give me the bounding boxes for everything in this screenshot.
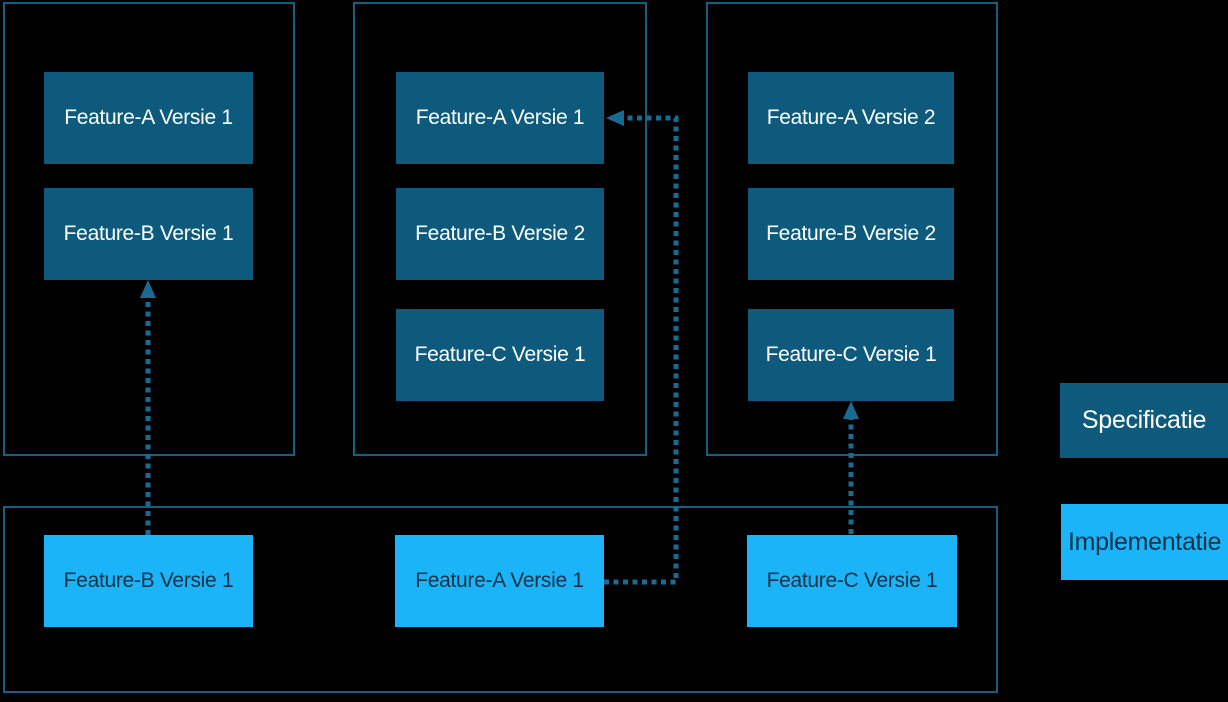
impl-box-feature-b-v1: Feature-B Versie 1	[44, 535, 253, 627]
specification-group-3: Feature-A Versie 2 Feature-B Versie 2 Fe…	[706, 2, 998, 456]
spec-box-feature-a-v1-g1: Feature-A Versie 1	[44, 72, 253, 164]
impl-box-feature-a-v1: Feature-A Versie 1	[395, 535, 604, 627]
impl-box-feature-c-v1: Feature-C Versie 1	[747, 535, 957, 627]
spec-box-feature-b-v2-g3: Feature-B Versie 2	[748, 188, 954, 280]
spec-box-feature-b-v2-g2: Feature-B Versie 2	[396, 188, 604, 280]
spec-box-feature-c-v1-g3: Feature-C Versie 1	[748, 309, 954, 401]
legend-implementation: Implementatie	[1061, 504, 1228, 580]
specification-group-2: Feature-A Versie 1 Feature-B Versie 2 Fe…	[353, 2, 647, 456]
spec-box-feature-a-v1-g2: Feature-A Versie 1	[396, 72, 604, 164]
spec-box-feature-b-v1-g1: Feature-B Versie 1	[44, 188, 253, 280]
implementation-row: Feature-B Versie 1 Feature-A Versie 1 Fe…	[3, 506, 998, 693]
specification-group-1: Feature-A Versie 1 Feature-B Versie 1	[3, 2, 295, 456]
spec-box-feature-c-v1-g2: Feature-C Versie 1	[396, 309, 604, 401]
legend-specification: Specificatie	[1060, 383, 1228, 458]
spec-box-feature-a-v2-g3: Feature-A Versie 2	[748, 72, 954, 164]
